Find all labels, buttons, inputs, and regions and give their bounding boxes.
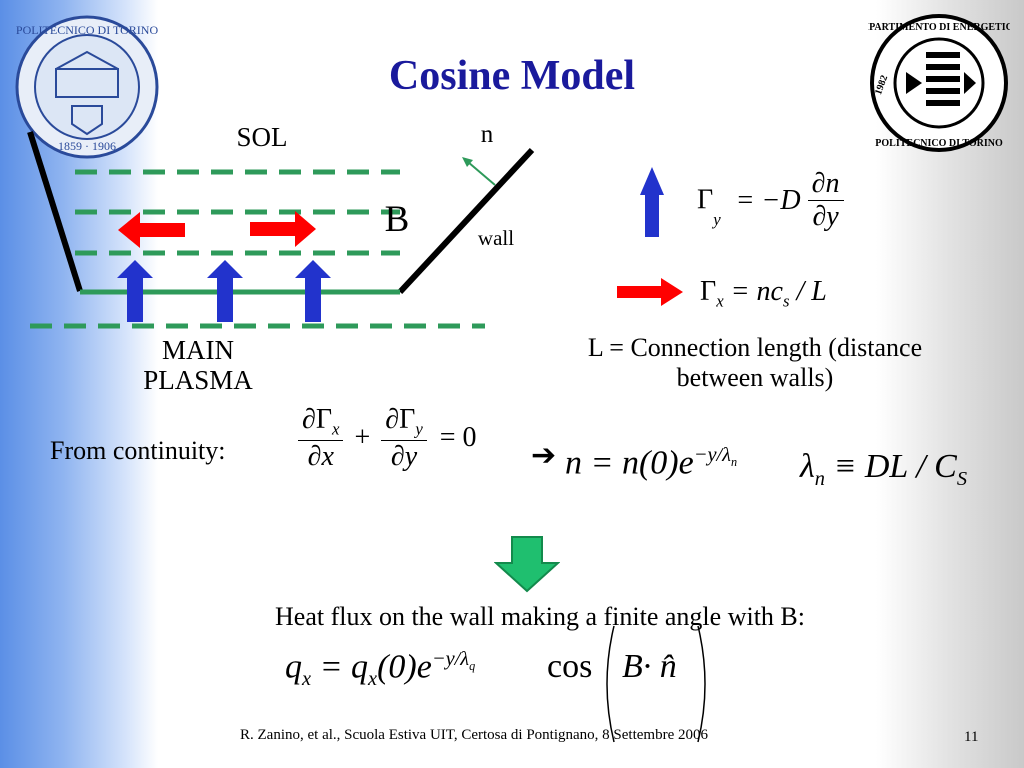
continuity-label: From continuity: xyxy=(50,436,226,465)
dgx-sub: x xyxy=(332,419,340,439)
dgx: ∂Γ xyxy=(302,404,333,435)
gamma-y-equation: Γy = −D ∂n ∂y xyxy=(697,168,844,233)
dgx-dx-fraction: ∂Γx ∂x xyxy=(298,404,344,473)
right-logo-text: DIPARTIMENTO DI ENERGETICA xyxy=(868,22,1010,33)
density-exp-sub: n xyxy=(731,455,738,470)
normal-vector-arrow xyxy=(467,161,496,186)
right-logo-bottom-text: POLITECNICO DI TORINO xyxy=(875,138,1003,149)
heat-exp-sub: q xyxy=(469,659,476,674)
blue-arrow-up-icon xyxy=(117,260,153,322)
gamma-x-sub: x xyxy=(716,291,724,311)
dgy-dy-fraction: ∂Γy ∂y xyxy=(381,404,427,473)
q-sub: x xyxy=(302,668,312,691)
q-symbol: q xyxy=(285,648,302,686)
dy: ∂y xyxy=(390,440,418,472)
plasma-label: PLASMA xyxy=(143,365,253,395)
blue-arrow-up-icon xyxy=(207,260,243,322)
heat-flux-equation: qx = qx(0)e−y/λq xyxy=(285,648,475,691)
dn-dy-fraction: ∂n ∂y xyxy=(807,168,844,233)
connection-length-line1: L = Connection length (distance xyxy=(587,333,923,362)
gamma-y-eq: = −D xyxy=(735,184,801,216)
lambda-definition: λn ≡ DL / CS xyxy=(800,448,967,491)
dn: ∂n xyxy=(807,168,844,201)
lambda-rhs: ≡ DL / C xyxy=(833,448,957,485)
sol-diagram: SOL B n wall MAIN PLASMA xyxy=(27,121,535,395)
left-logo-years: 1859 · 1906 xyxy=(58,139,116,153)
page-number: 11 xyxy=(964,729,979,745)
heat-zero: (0)e xyxy=(377,648,432,686)
b-label: B xyxy=(385,199,410,240)
slide-title: Cosine Model xyxy=(388,53,636,99)
b-dot-n: B· n̂ xyxy=(622,648,677,685)
lambda-sub: n xyxy=(814,467,825,490)
lambda-rhs-sub: S xyxy=(956,467,968,490)
footer-citation: R. Zanino, et al., Scuola Estiva UIT, Ce… xyxy=(240,727,708,743)
red-arrow-left-icon xyxy=(118,212,185,248)
politecnico-seal-logo: POLITECNICO DI TORINO 1859 · 1906 xyxy=(15,15,159,159)
dgy: ∂Γ xyxy=(385,404,416,435)
red-right-arrow-legend-icon xyxy=(617,278,683,306)
connection-length-line2: between walls) xyxy=(676,363,834,392)
lambda-symbol: λ xyxy=(800,448,815,485)
density-solution: n = n(0)e−y/λn xyxy=(565,444,737,482)
left-logo-text: POLITECNICO DI TORINO xyxy=(16,23,159,37)
plus-sign: + xyxy=(354,422,371,454)
left-wall xyxy=(27,131,83,292)
blue-arrow-up-icon xyxy=(295,260,331,322)
right-wall xyxy=(397,147,535,295)
cos-text: cos xyxy=(547,648,593,685)
connection-length-note: L = Connection length (distance between … xyxy=(510,333,1000,393)
dgy-sub: y xyxy=(415,419,423,439)
implies-arrow-icon: ➔ xyxy=(531,439,557,472)
density-exp: −y/λ xyxy=(693,444,731,466)
blue-up-arrow-legend-icon xyxy=(640,167,664,237)
heat-eq: = q xyxy=(319,648,369,686)
gamma-x-sub2: s xyxy=(782,291,790,311)
gamma-symbol: Γ xyxy=(700,276,717,307)
heat-flux-text: Heat flux on the wall making a finite an… xyxy=(275,602,805,631)
heat-exp: −y/λ xyxy=(431,648,470,670)
wall-label: wall xyxy=(478,226,514,250)
main-label: MAIN xyxy=(162,335,234,365)
dipartimento-energetica-logo: DIPARTIMENTO DI ENERGETICA POLITECNICO D… xyxy=(868,14,1010,152)
green-down-arrow-icon xyxy=(494,536,560,593)
gamma-x-rhs: = nc xyxy=(730,276,783,307)
gamma-y-sub: y xyxy=(713,209,721,229)
gamma-x-equation: Γx = ncs / L xyxy=(700,276,827,312)
density-solution-base: n = n(0)e xyxy=(565,444,694,482)
gamma-x-tail: / L xyxy=(796,276,827,307)
play-triangle-icon xyxy=(906,72,922,94)
red-arrow-right-icon xyxy=(250,211,316,247)
continuity-equation: ∂Γx ∂x + ∂Γy ∂y = 0 xyxy=(298,404,477,473)
n-label: n xyxy=(481,121,494,148)
dy: ∂y xyxy=(812,201,839,232)
gamma-symbol: Γ xyxy=(697,184,714,216)
sol-label: SOL xyxy=(236,122,287,152)
equals-zero: = 0 xyxy=(439,422,477,454)
heat-eq-sub: x xyxy=(368,668,378,691)
paren-brackets xyxy=(606,625,706,743)
dx: ∂x xyxy=(307,440,334,472)
